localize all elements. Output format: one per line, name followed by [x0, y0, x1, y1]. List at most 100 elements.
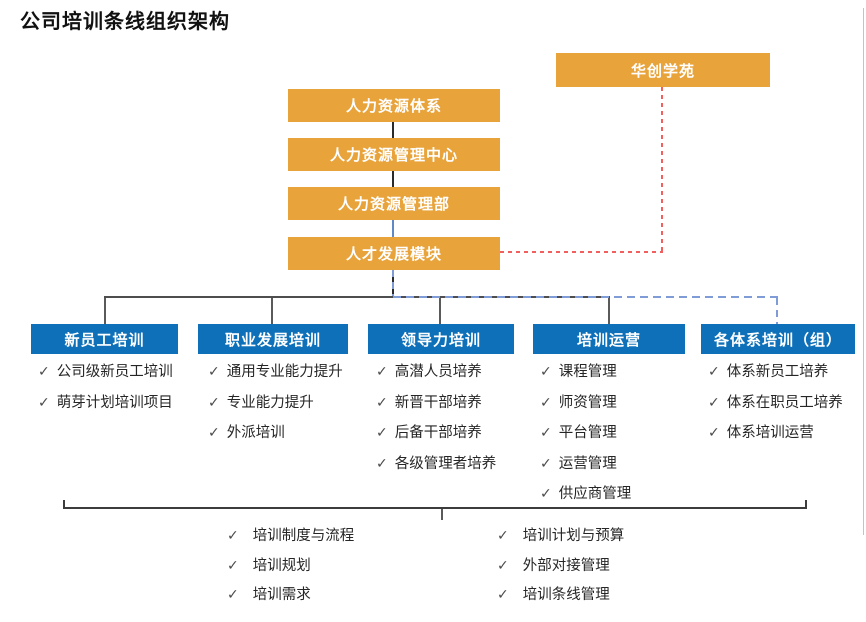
- list-item: ✓ 供应商管理: [540, 479, 631, 510]
- check-icon: ✓: [376, 363, 388, 379]
- check-icon: ✓: [376, 424, 388, 440]
- dept-list-career-dev: ✓ 通用专业能力提升 ✓ 专业能力提升 ✓ 外派培训: [208, 357, 343, 449]
- list-item: ✓ 各级管理者培养: [376, 449, 496, 480]
- connector-academy-vertical: [661, 87, 663, 252]
- bracket-center-tick: [441, 509, 443, 520]
- list-item: ✓ 专业能力提升: [208, 388, 343, 419]
- hierarchy-box-hr-center: 人力资源管理中心: [288, 138, 500, 171]
- check-icon: ✓: [227, 586, 239, 602]
- list-item: ✓ 通用专业能力提升: [208, 357, 343, 388]
- connector-level2-3: [392, 171, 394, 187]
- dept-list-leadership: ✓高潜人员培养 ✓ 新晋干部培养 ✓ 后备干部培养 ✓ 各级管理者培养: [376, 357, 496, 479]
- check-icon: ✓: [38, 393, 50, 410]
- bracket-right-tick: [805, 500, 807, 507]
- list-item: ✓ 师资管理: [540, 388, 631, 419]
- check-icon: ✓: [708, 424, 720, 440]
- check-icon: ✓: [208, 424, 220, 440]
- list-item-label: 后备干部培养: [394, 425, 482, 441]
- check-icon: ✓: [208, 363, 220, 379]
- list-item-label: 课程管理: [558, 364, 617, 380]
- list-item-label: 培训需求: [252, 587, 311, 603]
- list-item-label: 新晋干部培养: [394, 394, 482, 411]
- check-icon: ✓: [497, 556, 509, 573]
- bracket-line: [63, 507, 807, 509]
- list-item-label: 供应商管理: [558, 486, 632, 502]
- check-icon: ✓: [38, 363, 50, 379]
- list-item-label: 外派培训: [226, 425, 285, 441]
- dept-box-leadership: 领导力培训: [368, 324, 514, 354]
- list-item: ✓ 培训制度与流程: [227, 521, 354, 551]
- check-icon: ✓: [497, 586, 509, 602]
- list-item-label: 体系在职员工培养: [726, 394, 843, 411]
- list-item: ✓ 培训条线管理: [497, 580, 624, 610]
- connector-level4-branch-dashed: [392, 270, 394, 297]
- check-icon: ✓: [540, 393, 552, 410]
- drop-system-training-dashed: [776, 298, 778, 324]
- list-item: ✓ 外部对接管理: [497, 551, 624, 581]
- page-edge-line: [863, 8, 864, 535]
- check-icon: ✓: [208, 393, 220, 410]
- page-title: 公司培训条线组织架构: [20, 11, 230, 33]
- check-icon: ✓: [540, 485, 552, 501]
- check-icon: ✓: [540, 424, 552, 440]
- branch-rail-dashed: [393, 296, 778, 298]
- list-item: ✓ 培训需求: [227, 580, 354, 610]
- list-item-label: 培训计划与预算: [522, 528, 625, 544]
- dept-box-career-dev: 职业发展培训: [198, 324, 348, 354]
- list-item: ✓ 体系培训运营: [708, 418, 843, 449]
- bracket-left-tick: [63, 500, 65, 507]
- check-icon: ✓: [376, 393, 388, 410]
- academy-box: 华创学苑: [556, 53, 770, 87]
- check-icon: ✓: [540, 454, 552, 471]
- list-item-label: 专业能力提升: [226, 394, 314, 411]
- branch-rail-solid: [104, 296, 610, 298]
- dept-box-operations: 培训运营: [533, 324, 685, 354]
- check-icon: ✓: [227, 527, 239, 543]
- drop-leadership: [439, 298, 441, 324]
- dept-list-system-training: ✓体系新员工培养 ✓ 体系在职员工培养 ✓ 体系培训运营: [708, 357, 843, 449]
- check-icon: ✓: [708, 393, 720, 410]
- list-item: ✓高潜人员培养: [376, 357, 496, 388]
- list-item: ✓ 公司级新员工培训: [38, 357, 173, 388]
- list-item-label: 培训制度与流程: [252, 528, 355, 544]
- list-item: ✓ 后备干部培养: [376, 418, 496, 449]
- check-icon: ✓: [227, 556, 239, 573]
- list-item-label: 平台管理: [558, 425, 617, 441]
- list-item-label: 各级管理者培养: [394, 455, 497, 472]
- list-item: ✓ 培训规划: [227, 551, 354, 581]
- check-icon: ✓: [376, 454, 388, 471]
- drop-operations: [608, 298, 610, 324]
- list-item: ✓ 新晋干部培养: [376, 388, 496, 419]
- connector-level3-4: [392, 220, 394, 237]
- list-item: ✓ 运营管理: [540, 449, 631, 480]
- footer-list-left: ✓ 培训制度与流程 ✓ 培训规划 ✓ 培训需求: [227, 521, 354, 610]
- footer-list-right: ✓ 培训计划与预算 ✓ 外部对接管理 ✓ 培训条线管理: [497, 521, 624, 610]
- drop-new-employee: [104, 298, 106, 324]
- list-item: ✓ 课程管理: [540, 357, 631, 388]
- list-item: ✓ 平台管理: [540, 418, 631, 449]
- list-item-label: 萌芽计划培训项目: [56, 394, 173, 411]
- list-item-label: 培训规划: [252, 557, 311, 574]
- dept-box-system-training: 各体系培训（组）: [701, 324, 855, 354]
- list-item: ✓体系新员工培养: [708, 357, 843, 388]
- connector-academy-horizontal: [500, 251, 663, 253]
- list-item-label: 公司级新员工培训: [56, 364, 173, 380]
- connector-level1-2: [392, 122, 394, 138]
- check-icon: ✓: [497, 527, 509, 543]
- list-item-label: 外部对接管理: [522, 557, 610, 574]
- dept-box-new-employee: 新员工培训: [31, 324, 178, 354]
- list-item-label: 体系新员工培养: [726, 364, 829, 380]
- hierarchy-box-talent-module: 人才发展模块: [288, 237, 500, 270]
- list-item: ✓ 体系在职员工培养: [708, 388, 843, 419]
- list-item: ✓ 培训计划与预算: [497, 521, 624, 551]
- hierarchy-box-hr-dept: 人力资源管理部: [288, 187, 500, 220]
- list-item-label: 通用专业能力提升: [226, 364, 343, 380]
- dept-list-operations: ✓ 课程管理 ✓ 师资管理 ✓ 平台管理 ✓ 运营管理 ✓ 供应商管理: [540, 357, 631, 510]
- list-item-label: 师资管理: [558, 394, 617, 411]
- list-item: ✓ 萌芽计划培训项目: [38, 388, 173, 419]
- list-item-label: 体系培训运营: [726, 425, 814, 441]
- list-item-label: 运营管理: [558, 455, 617, 472]
- list-item-label: 培训条线管理: [522, 587, 610, 603]
- check-icon: ✓: [540, 363, 552, 379]
- dept-list-new-employee: ✓ 公司级新员工培训 ✓ 萌芽计划培训项目: [38, 357, 173, 418]
